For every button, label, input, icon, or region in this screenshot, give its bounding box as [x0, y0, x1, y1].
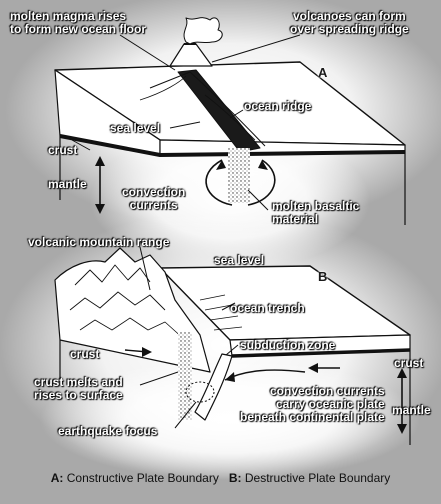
label-magma-line1: molten magma rises [10, 9, 127, 23]
volcano-smoke [183, 17, 223, 45]
label-sea-level-b: sea level [214, 253, 265, 267]
ocean-ridge-rift [177, 69, 261, 153]
subducting-slab [194, 353, 233, 421]
label-magma-line2: to form new ocean floor [10, 22, 147, 36]
label-b-letter: B [318, 269, 328, 284]
label-basaltic-line1: molten basaltic [272, 199, 360, 213]
melt-column-b [178, 332, 192, 420]
label-convection-b-line1: convection currents [269, 384, 385, 398]
label-volcanic-range: volcanic mountain range [28, 235, 170, 249]
label-volcanoes-line2: over spreading ridge [290, 22, 409, 36]
label-volcanoes: volcanoes can form over spreading ridge [290, 10, 409, 36]
label-crust-b-left: crust [70, 347, 100, 361]
label-subduction: subduction zone [240, 338, 336, 352]
diagram-b-destructive [54, 246, 411, 445]
caption-a-text: Constructive Plate Boundary [66, 471, 219, 485]
label-basaltic-line2: material [272, 212, 319, 226]
label-crust-b-right: crust [394, 356, 424, 370]
label-sea-level-a: sea level [110, 121, 161, 135]
continental-plate-b [54, 247, 211, 373]
label-trench: ocean trench [230, 301, 305, 315]
label-convection-b-line3: beneath continental plate [240, 410, 385, 424]
label-convection-a-line2: currents [129, 198, 178, 212]
caption-b-key: B: [228, 471, 242, 485]
earthquake-focus-marker [185, 381, 215, 403]
label-crust-a: crust [48, 143, 78, 157]
label-crust-melts: crust melts and rises to surface [34, 376, 123, 402]
convection-arrow-left-a [205, 159, 233, 206]
convection-arrow-right-a [247, 159, 276, 206]
label-basaltic: molten basaltic material [272, 200, 359, 226]
label-mantle-a: mantle [48, 177, 87, 191]
diagram-a-constructive [54, 17, 406, 225]
label-convection-a-line1: convection [122, 185, 186, 199]
label-convection-b: convection currents carry oceanic plate … [240, 385, 385, 424]
caption-b-text: Destructive Plate Boundary [244, 471, 391, 485]
caption-a-key: A: [50, 471, 64, 485]
diagram-caption: A: Constructive Plate Boundary B: Destru… [0, 471, 441, 485]
label-earthquake-focus: earthquake focus [58, 424, 158, 438]
label-mantle-b: mantle [392, 403, 431, 417]
label-convection-b-line2: carry oceanic plate [275, 397, 385, 411]
label-magma: molten magma rises to form new ocean flo… [10, 10, 146, 36]
label-a-letter: A [318, 65, 328, 80]
label-ocean-ridge: ocean ridge [244, 99, 312, 113]
label-crust-melts-line2: rises to surface [34, 388, 123, 402]
label-crust-melts-line1: crust melts and [34, 375, 123, 389]
magma-stream-a [228, 148, 250, 203]
label-convection-a: convection currents [122, 186, 185, 212]
label-volcanoes-line1: volcanoes can form [292, 9, 406, 23]
